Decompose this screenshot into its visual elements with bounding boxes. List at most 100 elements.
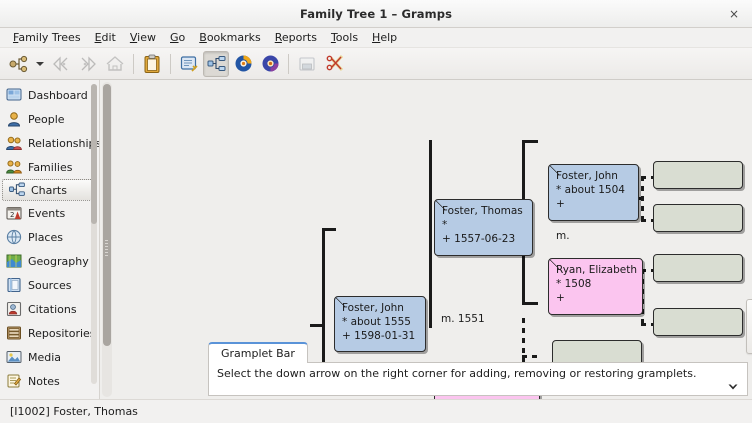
- menu-family-trees[interactable]: Family Trees: [6, 29, 88, 46]
- menu-help[interactable]: Help: [365, 29, 404, 46]
- person-box-root[interactable]: Foster, John * about 1555 + 1598-01-31: [334, 296, 426, 352]
- sidebar-item-places[interactable]: Places: [0, 225, 99, 249]
- sidebar-item-notes[interactable]: Notes: [0, 369, 99, 393]
- person-name: Foster, John: [556, 170, 618, 182]
- person-death: + 1598-01-31: [342, 330, 416, 342]
- menu-view[interactable]: View: [123, 29, 163, 46]
- person-tree-icon[interactable]: [6, 51, 32, 77]
- places-icon: [6, 229, 22, 245]
- menu-go[interactable]: Go: [163, 29, 192, 46]
- person-name: Foster, Thomas: [442, 205, 523, 217]
- sidebar-item-label: Events: [28, 206, 66, 220]
- charts-icon: [9, 182, 25, 198]
- fan-chart-descendant-icon[interactable]: [257, 51, 283, 77]
- go-forward-icon[interactable]: [75, 51, 101, 77]
- fan-chart-icon[interactable]: [230, 51, 256, 77]
- chart-vertical-scrollbar[interactable]: [102, 82, 112, 397]
- sidebar-item-dashboard[interactable]: Dashboard: [0, 83, 99, 107]
- sidebar-item-label: Notes: [28, 374, 60, 388]
- charts-view-icon[interactable]: [203, 50, 229, 77]
- connector-gf-p1-dashed: [641, 176, 655, 179]
- empty-person-box[interactable]: [653, 161, 743, 189]
- chevron-down-icon[interactable]: [727, 382, 739, 392]
- scissors-icon[interactable]: [321, 51, 347, 77]
- sidebar-item-repositories[interactable]: Repositories: [0, 321, 99, 345]
- connector-to-grandfather: [522, 140, 538, 143]
- menu-mnemonic: T: [330, 31, 336, 44]
- close-icon[interactable]: ×: [728, 6, 740, 21]
- sidebar-scrollbar[interactable]: [91, 84, 97, 384]
- sidebar-item-citations[interactable]: Citations: [0, 297, 99, 321]
- sidebar-item-families[interactable]: Families: [0, 155, 99, 179]
- toolbar-separator: [288, 53, 289, 74]
- menu-bookmarks[interactable]: Bookmarks: [192, 29, 267, 46]
- menu-mnemonic: R: [274, 31, 282, 44]
- clipboard-icon[interactable]: [139, 51, 165, 77]
- person-birth: * 1508: [556, 278, 592, 290]
- window-title: Family Tree 1 – Gramps: [299, 6, 453, 21]
- connector-mother-vertical-dashed: [522, 318, 525, 399]
- scroll-right-button[interactable]: ›: [746, 299, 752, 354]
- toolbar-separator: [133, 53, 134, 74]
- connector-mother-parent1-dashed: [522, 355, 538, 358]
- sidebar-item-events[interactable]: 2 Events: [0, 201, 99, 225]
- sidebar-item-label: Media: [28, 350, 62, 364]
- chart-area: m. 1551 m. Foster, John * about 1555 + 1…: [100, 80, 752, 399]
- person-death: +: [556, 198, 565, 210]
- menu-tools[interactable]: Tools: [324, 29, 365, 46]
- repositories-icon: [6, 325, 22, 341]
- menu-edit[interactable]: Edit: [88, 29, 123, 46]
- sidebar-item-label: Dashboard: [28, 88, 88, 102]
- menu-label: ookmarks: [206, 31, 261, 44]
- person-box-grandfather[interactable]: Foster, John * about 1504 +: [548, 164, 639, 221]
- sidebar-item-sources[interactable]: Sources: [0, 273, 99, 297]
- sidebar-item-people[interactable]: People: [0, 107, 99, 131]
- sidebar: Dashboard People: [0, 80, 100, 399]
- people-icon: [6, 111, 22, 127]
- connector-root-stub: [310, 324, 324, 327]
- toolbar-separator: [170, 53, 171, 74]
- tab-gramplet-bar[interactable]: Gramplet Bar: [208, 342, 308, 363]
- menu-label: dit: [101, 31, 116, 44]
- go-back-icon[interactable]: [48, 51, 74, 77]
- person-death: +: [556, 292, 565, 304]
- empty-person-box[interactable]: [653, 204, 743, 232]
- connector-gm-p1-dashed: [641, 269, 655, 272]
- person-box-grandmother[interactable]: Ryan, Elizabeth * 1508 +: [548, 258, 643, 315]
- menu-label: eports: [281, 31, 317, 44]
- person-box-father[interactable]: Foster, Thomas * + 1557-06-23: [434, 199, 533, 256]
- families-icon: [6, 159, 22, 175]
- gramplet-bar: Gramplet Bar Select the down arrow on th…: [208, 342, 748, 397]
- toolbar: [0, 48, 752, 80]
- svg-text:2: 2: [10, 211, 14, 219]
- status-bar: [I1002] Foster, Thomas: [0, 399, 752, 423]
- person-name: Foster, John: [342, 302, 404, 314]
- connector-root-vertical: [322, 228, 325, 390]
- box-fold-icon: [335, 297, 345, 307]
- sidebar-item-media[interactable]: Media: [0, 345, 99, 369]
- menu-label: o: [178, 31, 186, 44]
- configure-view-icon[interactable]: [176, 51, 202, 77]
- box-fold-icon: [435, 200, 445, 210]
- box-fold-icon: [549, 165, 559, 175]
- menu-label: amily Trees: [18, 31, 81, 44]
- citations-icon: [6, 301, 22, 317]
- chevron-down-icon[interactable]: [33, 51, 47, 77]
- home-person-icon[interactable]: [102, 51, 128, 77]
- empty-person-box[interactable]: [653, 254, 743, 282]
- sidebar-item-label: Citations: [28, 302, 77, 316]
- sidebar-item-geography[interactable]: Geography: [0, 249, 99, 273]
- sidebar-item-charts[interactable]: Charts: [2, 179, 97, 201]
- sources-icon: [6, 277, 22, 293]
- box-fold-icon: [549, 259, 559, 269]
- menu-reports[interactable]: Reports: [268, 29, 324, 46]
- print-icon[interactable]: [294, 51, 320, 77]
- person-birth: * about 1555: [342, 316, 411, 328]
- empty-person-box[interactable]: [653, 308, 743, 336]
- sidebar-item-relationships[interactable]: Relationships: [0, 131, 99, 155]
- dashboard-icon: [6, 87, 22, 103]
- sidebar-item-label: Places: [28, 230, 63, 244]
- connector-gm-p2-dashed: [641, 323, 655, 326]
- menu-bar: Family Trees Edit View Go Bookmarks Repo…: [0, 28, 752, 48]
